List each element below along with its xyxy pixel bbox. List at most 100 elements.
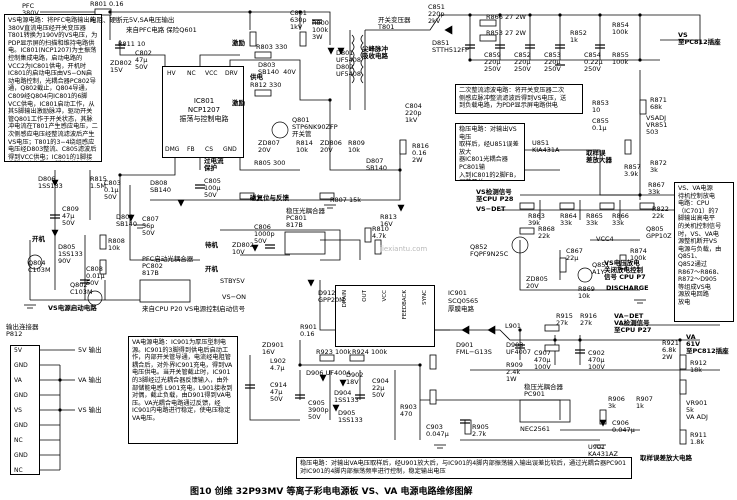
- pc802-label: PFC启动光耦合器 PC802 817B: [142, 255, 194, 277]
- q804-label: Q804 C103M: [28, 259, 51, 274]
- r868-label: R868 22k: [538, 225, 555, 240]
- figure-caption: 图10 创维 32P93MV 等离子彩电电源板 VS、VA 电源电路维修图解: [190, 487, 473, 497]
- c802-label: C802 47μ 50V: [135, 49, 152, 71]
- q802-label: Q802 C103M: [70, 281, 93, 296]
- pfc-note-label: 电阻、硬断元5V,SA电压输出: [90, 16, 175, 24]
- drive-label-1: 激励: [232, 39, 245, 47]
- ic901-pin-feedback: FEEDBACK: [402, 290, 408, 320]
- ic901-pin-vcc: VCC: [382, 290, 388, 302]
- d906-label: D906 UF4004: [306, 369, 351, 377]
- d809-label: D809 SB140: [116, 213, 137, 228]
- connector-pin-2: GND: [14, 362, 28, 369]
- d901-label: D901 FML−G13S: [456, 341, 492, 356]
- c809-label: C809 47μ 50V: [62, 205, 79, 227]
- output-connector-label: 输出连接器 P812: [6, 323, 39, 338]
- connector-pin-3: VA: [14, 377, 22, 384]
- c859-label: C859 220μ 250V: [484, 51, 501, 73]
- transformer-label: 开关变压器 T801: [378, 16, 411, 31]
- ic801-pin-nc: NC: [187, 70, 196, 77]
- vs-det2-label: VS−DET: [476, 205, 506, 213]
- d903-label: D903 UF4007: [506, 341, 532, 356]
- ic801-pin-drv: DRV: [225, 70, 238, 77]
- r816-label: R816 0.16 2W: [412, 142, 429, 164]
- r871-label: R871 68k: [650, 96, 667, 111]
- vs-on-label: VS−ON: [222, 293, 246, 301]
- overcurrent-label: 过电流 保护: [204, 157, 224, 172]
- r815-label: R815 1.5M: [90, 175, 107, 190]
- d806-label: D806 1SS133: [38, 175, 63, 190]
- r853b-label: R853 10: [592, 99, 609, 114]
- q801-label: Q801 STP6NK90ZFP 开关管: [292, 116, 338, 138]
- va-regulation-note: 稳压电路：对输出VA电压取样后，经U901放大后，与IC901的4脚内部振荡输入…: [296, 457, 632, 479]
- c851-label: C851 220p 2kV: [428, 3, 445, 25]
- r874-label: R874 100k: [630, 247, 647, 262]
- c807-label: C807 56p 50V: [142, 215, 159, 237]
- r803-label: R803 330: [256, 43, 288, 51]
- r808-label: R808 10k: [108, 237, 125, 252]
- rectifier-note: 二次整流滤波电路：将开关变压器二次 侧感应脉冲整流滤波后得到VS电压，送 到负载…: [455, 84, 583, 114]
- q852-label: Q852 FQPF9N25C: [470, 243, 509, 258]
- c903-label: C903 0.047μ: [426, 423, 449, 438]
- d807-label: D807 SB140: [366, 157, 387, 172]
- r855-label: R855 100k: [612, 51, 629, 66]
- vs-det-label: VS检测信号 至CPU P28: [476, 188, 514, 203]
- r923-label: R923 100k: [316, 348, 352, 356]
- c905-label: C905 3900p 50V: [308, 399, 329, 421]
- d801-label: D801 UF5408: [336, 49, 362, 64]
- ic801-block: HV NC VCC DRV IC801 NCP1207 振荡与控制电路 DMG …: [162, 66, 244, 158]
- vcc4-label: VCC4: [596, 235, 614, 243]
- connector-pin-8: GND: [14, 452, 28, 459]
- ic801-pin-dmg: DMG: [165, 146, 180, 153]
- r857-label: R857 3.9k: [624, 163, 641, 178]
- ic901-part: SCQ0565: [448, 297, 479, 305]
- discharge-label: DISCHARGE: [606, 284, 649, 292]
- r872-label: R872 3k: [650, 159, 667, 174]
- r812-label: R812 330: [250, 81, 282, 89]
- vs-regulation-note: 稳压电路：对输出VS电压 取样后，经U851误差放大 器IC801光耦合器PC8…: [455, 123, 525, 181]
- pc901-label: 稳压光耦合器 PC901: [524, 383, 563, 398]
- error-amp-label: 取样误 差放大器: [586, 149, 612, 164]
- connector-5v-out: 5V 输出: [78, 346, 102, 354]
- d802-label: D802 UF5408: [336, 63, 362, 78]
- u851-label: U851 KIA431A: [532, 139, 560, 154]
- u901-label: U901 KA431AZ: [588, 443, 618, 458]
- va-output-label: VA 61V 至PC812插座: [686, 333, 729, 355]
- connector-pin-9: NC: [14, 467, 23, 474]
- d904-label: D904 1SS133: [334, 389, 359, 404]
- c904-label: C904 22μ 50V: [372, 377, 389, 399]
- ic901-pin-out: OUT: [362, 290, 368, 302]
- d851-label: D851 STTH512FP: [432, 39, 469, 54]
- connector-pin-6: GND: [14, 422, 28, 429]
- l901-label: L901: [505, 322, 522, 330]
- cpu-p20-label: 来自CPU P20 VS电源控制启动信号: [142, 305, 246, 313]
- vr901-label: VR901 5k VA ADJ: [686, 399, 708, 421]
- r916-label: R916 27k: [580, 312, 597, 327]
- ic801-pin-fb: FB: [187, 146, 195, 153]
- standby-label: 待机: [205, 241, 218, 249]
- c801-label: C801 630p 1kV: [290, 9, 307, 31]
- c854-label: C854 0.22μ 250V: [584, 51, 603, 73]
- c906-label: C906 0.047μ: [612, 419, 635, 434]
- r865-label: R865 33k: [586, 212, 603, 227]
- vs-output-label: VS 至PC812插座: [678, 31, 721, 46]
- r866-label: R866 27 2W: [486, 13, 526, 21]
- error-amp2-label: 取样误差放大电路: [640, 454, 692, 462]
- ic901-pin-sync: SYNC: [422, 290, 428, 305]
- r854-label: R854 100k: [612, 21, 629, 36]
- r814-label: R814 10k: [296, 139, 313, 154]
- ic801-pin-gnd: GND: [223, 146, 237, 153]
- q805-label: Q805 GPP10Z: [646, 225, 672, 240]
- r906-label: R906 3k: [608, 395, 625, 410]
- vs-circuit-note: VS电源电路：将PFC电路输出的380V直流电压经开关变压器T801转换为190…: [4, 14, 102, 162]
- d808-label: D808 SB140: [150, 179, 171, 194]
- c852-label: C852 220μ 250V: [514, 51, 531, 73]
- vs-start-label: VS电源启动电路: [48, 304, 97, 312]
- c855-label: C855 0.1μ: [592, 117, 609, 132]
- r813-label: R813 16V: [380, 213, 397, 228]
- nec-label: NEC2561: [520, 425, 551, 433]
- va-det-label: VA−DET VA检测信号 至CPU P27: [614, 312, 652, 334]
- ic801-pin-vcc: VCC: [205, 70, 218, 77]
- r866b-label: R866 33k: [612, 212, 629, 227]
- ic901-block: DRAIN OUT VCC FEEDBACK SYNC: [335, 285, 435, 347]
- r915-label: R915 27k: [556, 312, 573, 327]
